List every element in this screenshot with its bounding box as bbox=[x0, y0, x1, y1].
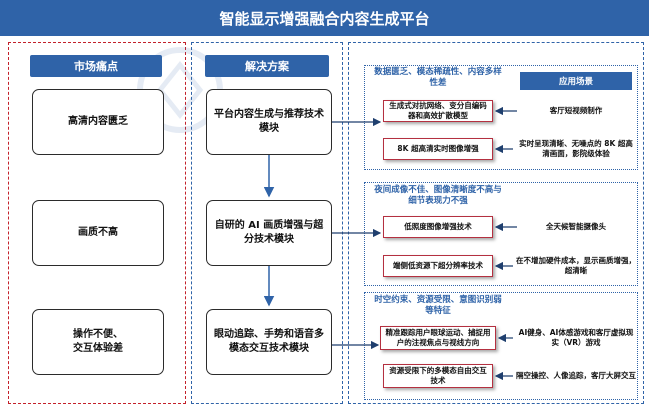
tech-box: 精准跟踪用户眼球运动、捕捉用户的注视焦点与视线方向 bbox=[380, 326, 496, 350]
application-text: 隔空操控、人像追踪，客厅大屏交互 bbox=[516, 371, 636, 380]
pain-point-box: 高清内容匮乏 bbox=[32, 89, 164, 155]
page-title: 智能显示增强融合内容生成平台 bbox=[0, 0, 649, 36]
solutions-panel bbox=[191, 42, 343, 404]
group-title: 数据匮乏、模态稀疏性、内容多样性差 bbox=[374, 67, 502, 88]
tech-box: 8K 超高清实时图像增强 bbox=[383, 138, 493, 160]
application-text: AI健身、AI体感游戏和客厅虚拟现实（VR）游戏 bbox=[518, 328, 634, 347]
tech-box: 低照度图像增强技术 bbox=[383, 216, 493, 238]
application-text: 在不增加硬件成本，显示画质增强，超清晰 bbox=[516, 256, 636, 275]
pain-point-box: 操作不便、 交互体验差 bbox=[32, 309, 164, 375]
tech-box: 资源受限下的多模态自由交互技术 bbox=[383, 364, 493, 388]
pain-points-panel bbox=[8, 42, 186, 404]
tech-box: 生成式对抗网络、变分自编码器和高效扩散模型 bbox=[383, 100, 493, 122]
application-text: 实时呈现清晰、无噪点的 8K 超高清画面，影院级体验 bbox=[519, 139, 633, 158]
solutions-header: 解决方案 bbox=[205, 55, 329, 77]
application-text: 客厅短视频制作 bbox=[549, 106, 603, 115]
pain-point-box: 画质不高 bbox=[32, 200, 164, 266]
solution-box: 平台内容生成与推荐技术模块 bbox=[206, 89, 332, 155]
tech-box: 端侧低资源下超分辨率技术 bbox=[383, 255, 493, 277]
solution-box: 眼动追踪、手势和语音多模态交互技术模块 bbox=[206, 309, 332, 375]
tech-applications-panel bbox=[348, 42, 644, 404]
group-title: 时空约束、资源受限、意图识别弱等特征 bbox=[374, 295, 502, 316]
application-scenario-header: 应用场景 bbox=[520, 72, 632, 90]
application-text: 全天候智能摄像头 bbox=[546, 222, 606, 231]
group-title: 夜间成像不佳、图像清晰度不高与细节表现力不强 bbox=[374, 185, 502, 206]
solution-box: 自研的 AI 画质增强与超分技术模块 bbox=[206, 200, 332, 266]
pain-points-header: 市场痛点 bbox=[30, 55, 162, 77]
